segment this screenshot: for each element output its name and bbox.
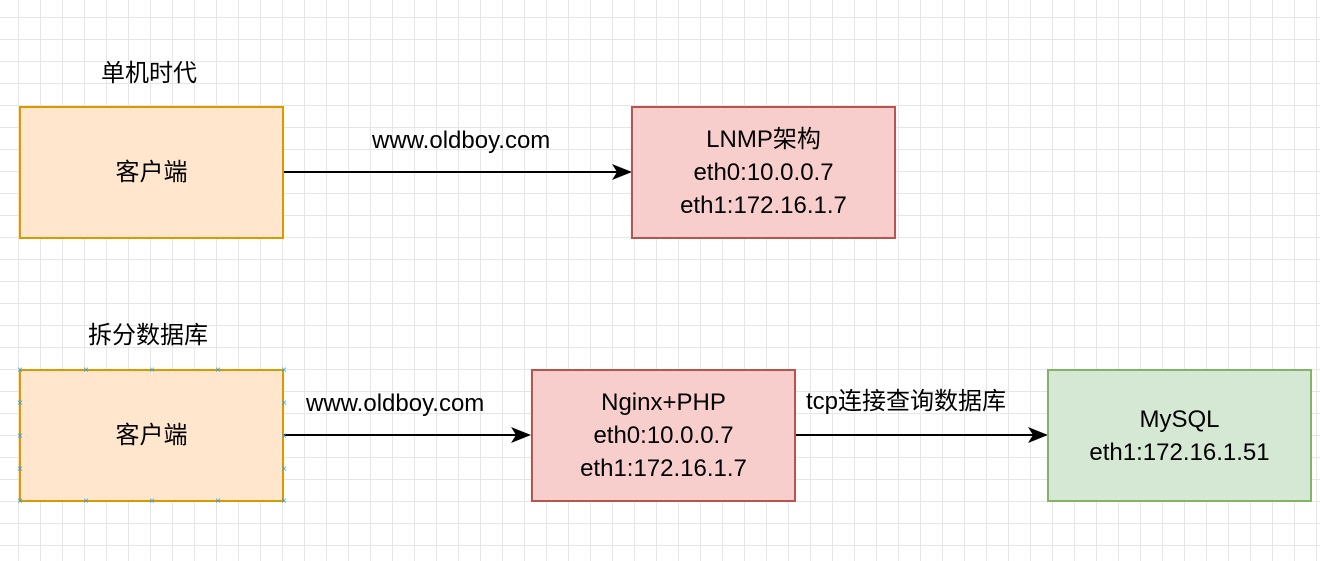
nginx-php-line-1: Nginx+PHP (601, 389, 726, 416)
nginx-php-line-2: eth0:10.0.0.7 (593, 422, 734, 449)
selection-handle-icon[interactable]: × (83, 496, 89, 507)
selection-handle-icon[interactable]: × (149, 496, 155, 507)
selection-handle-icon[interactable]: × (215, 365, 221, 376)
nginx-php-node[interactable]: Nginx+PHP eth0:10.0.0.7 eth1:172.16.1.7 (531, 369, 796, 502)
client-node-single[interactable]: 客户端 (19, 106, 284, 239)
selection-handle-icon[interactable]: × (83, 365, 89, 376)
client-node-single-label: 客户端 (115, 159, 188, 186)
mysql-line-1: MySQL (1139, 405, 1220, 433)
section-title-split: 拆分数据库 (88, 322, 208, 349)
selection-handle-icon[interactable]: × (281, 464, 287, 475)
mysql-node[interactable]: MySQL eth1:172.16.1.51 (1047, 369, 1312, 502)
selection-handle-icon[interactable]: × (215, 496, 221, 507)
client-node-split[interactable]: 客户端 (19, 369, 284, 502)
selection-handle-icon[interactable]: × (281, 365, 287, 376)
selection-handle-icon[interactable]: × (17, 496, 23, 507)
selection-handle-icon[interactable]: × (17, 365, 23, 376)
section-title-single: 单机时代 (101, 60, 197, 87)
edge-label-split-1: www.oldboy.com (306, 390, 485, 417)
client-node-split-label: 客户端 (115, 422, 188, 449)
nginx-php-line-3: eth1:172.16.1.7 (580, 455, 747, 482)
selection-handle-icon[interactable]: × (149, 365, 155, 376)
selection-handle-icon[interactable]: × (281, 398, 287, 409)
lnmp-server-line-2: eth0:10.0.0.7 (693, 159, 834, 186)
lnmp-server-line-1: LNMP架构 (706, 126, 821, 153)
edge-label-split-2: tcp连接查询数据库 (806, 388, 1007, 415)
lnmp-server-line-3: eth1:172.16.1.7 (680, 192, 847, 219)
selection-handle-icon[interactable]: × (17, 398, 23, 409)
mysql-line-2: eth1:172.16.1.51 (1089, 438, 1270, 466)
selection-handle-icon[interactable]: × (17, 464, 23, 475)
lnmp-server-node[interactable]: LNMP架构 eth0:10.0.0.7 eth1:172.16.1.7 (631, 106, 896, 239)
selection-handle-icon[interactable]: × (281, 431, 287, 442)
edge-label-single: www.oldboy.com (372, 127, 551, 154)
selection-handle-icon[interactable]: × (17, 431, 23, 442)
selection-handle-icon[interactable]: × (281, 496, 287, 507)
